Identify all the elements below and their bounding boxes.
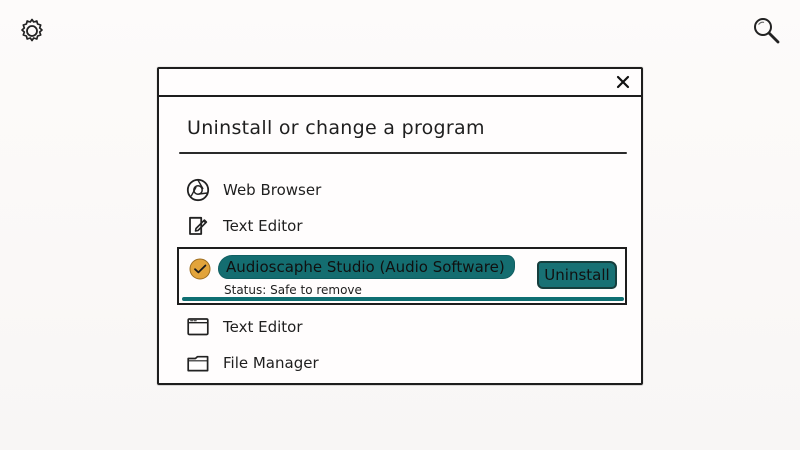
folder-icon [185, 350, 211, 376]
dialog-title: Uninstall or change a program [187, 117, 485, 139]
selected-program-name: Audioscaphe Studio (Audio Software) [218, 255, 515, 279]
close-icon[interactable] [613, 72, 633, 92]
program-text-editor-2[interactable]: Text Editor [185, 313, 625, 343]
program-status: Status: Safe to remove [224, 283, 362, 297]
program-label: Text Editor [223, 217, 303, 235]
program-text-editor-1[interactable]: Text Editor [185, 212, 625, 242]
dialog-titlebar [159, 69, 641, 97]
program-file-manager[interactable]: File Manager [185, 349, 625, 379]
program-web-browser[interactable]: Web Browser [185, 176, 625, 206]
program-label: Text Editor [223, 318, 303, 336]
program-label: File Manager [223, 354, 319, 372]
search-icon[interactable] [750, 14, 782, 46]
gear-icon[interactable] [17, 16, 47, 46]
selected-program-row[interactable]: Audioscaphe Studio (Audio Software) Stat… [177, 247, 627, 305]
check-icon [188, 257, 212, 281]
title-divider [179, 152, 627, 154]
program-label: Web Browser [223, 181, 322, 199]
edit-icon [185, 213, 211, 239]
window-icon [185, 314, 211, 340]
browser-icon [185, 177, 211, 203]
uninstall-dialog: Uninstall or change a program Web Browse… [157, 67, 643, 385]
uninstall-button[interactable]: Uninstall [537, 261, 617, 289]
selection-underline [182, 297, 624, 301]
